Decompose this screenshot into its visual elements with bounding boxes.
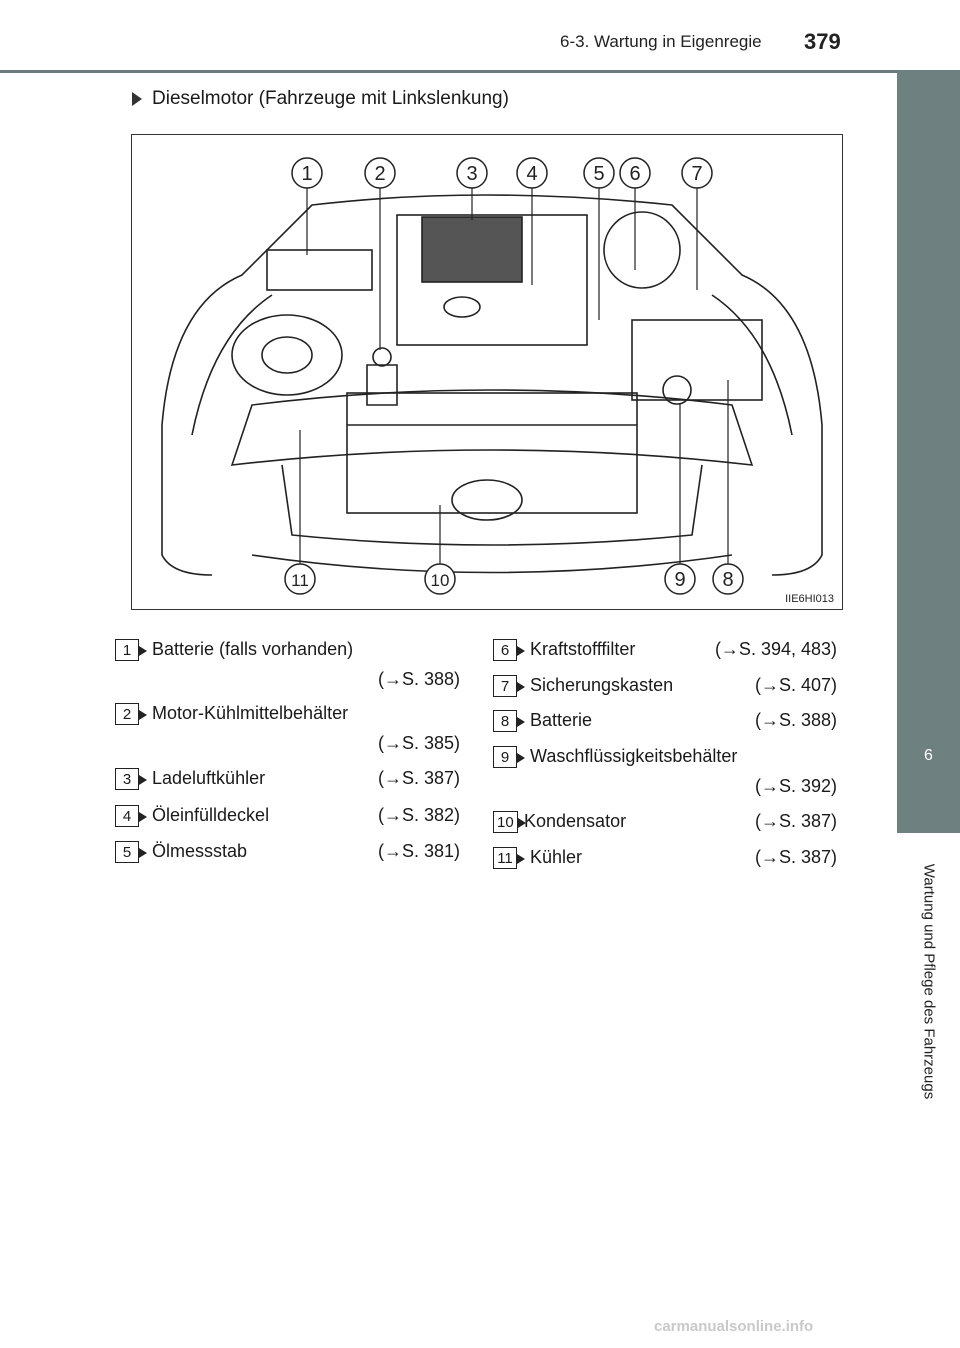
legend-item: 11 Kühler (→S. 387): [493, 846, 837, 870]
callout-label: 3: [466, 163, 477, 185]
footer-watermark: carmanualsonline.info: [654, 1318, 814, 1335]
side-tab-bar: [897, 70, 960, 678]
callout-3: 3: [456, 157, 488, 220]
item-page-ref: (→S. 387): [754, 847, 837, 867]
callout-label: 5: [593, 163, 604, 185]
item-number-badge: 4: [115, 805, 147, 827]
legend-right: 6 Kraftstofffilter (→S. 394, 483) 7 Sich…: [493, 638, 837, 878]
callout-label: 6: [629, 163, 640, 185]
chapter-label: Wartung und Pflege des Fahrzeugs: [919, 838, 939, 1138]
callout-1: 1: [291, 157, 323, 255]
callout-7: 7: [681, 157, 713, 290]
item-page-ref: (→S. 387): [754, 811, 837, 831]
legend-item: 8 Batterie (→S. 388): [493, 709, 837, 733]
item-page-ref: (→S. 381): [377, 841, 460, 861]
item-page-ref: (→S. 407): [754, 675, 837, 695]
item-label: Batterie (falls vorhanden): [152, 639, 354, 659]
legend-item: 9 Waschflüssigkeitsbehälter (→S. 392): [493, 745, 837, 796]
item-label: Motor-Kühlmittelbehälter: [152, 703, 349, 723]
item-number-badge: 8: [493, 710, 525, 732]
engine-bay-figure: 1 2 3 4 5: [131, 134, 843, 610]
item-label: Ölmessstab: [152, 841, 248, 861]
item-label: Sicherungskasten: [530, 675, 674, 695]
callout-label: 4: [526, 163, 537, 185]
legend-left: 1 Batterie (falls vorhanden) (→S. 388) 2…: [115, 638, 460, 878]
item-number-badge: 2: [115, 703, 147, 725]
item-number-badge: 1: [115, 639, 147, 661]
chapter-side-tab: 6 Wartung und Pflege des Fahrzeugs: [897, 70, 960, 1099]
item-number-badge: 7: [493, 675, 525, 697]
item-label: Kondensator: [524, 811, 627, 831]
chapter-number: 6: [897, 678, 960, 833]
legend-item: 4 Öleinfülldeckel (→S. 382): [115, 804, 460, 828]
callout-label: 9: [674, 569, 685, 591]
item-page-ref: (→S. 388): [754, 710, 837, 730]
item-page-ref: (→S. 385): [377, 733, 460, 753]
item-page-ref: (→S. 387): [377, 768, 460, 788]
callout-2: 2: [364, 157, 396, 350]
legend-item: 5 Ölmessstab (→S. 381): [115, 840, 460, 864]
item-page-ref: (→S. 392): [754, 776, 837, 796]
callout-label: 7: [691, 163, 702, 185]
item-page-ref: (→S. 388): [377, 669, 460, 689]
legend-item: 1 Batterie (falls vorhanden) (→S. 388): [115, 638, 460, 689]
callout-11: 11: [284, 430, 316, 595]
legend-item: 3 Ladeluftkühler (→S. 387): [115, 767, 460, 791]
legend-item: 6 Kraftstofffilter (→S. 394, 483): [493, 638, 837, 662]
figure-subtitle: Dieselmotor (Fahrzeuge mit Linkslenkung): [132, 88, 509, 110]
item-label: Batterie: [530, 710, 593, 730]
legend-item: 7 Sicherungskasten (→S. 407): [493, 674, 837, 698]
item-number-badge: 10: [493, 811, 526, 833]
legend-item: 10 Kondensator (→S. 387): [493, 810, 837, 834]
callout-label: 11: [291, 571, 309, 590]
callout-10: 10: [424, 505, 456, 595]
callout-label: 10: [431, 571, 450, 590]
item-number-badge: 3: [115, 768, 147, 790]
chapter-label-text: Wartung und Pflege des Fahrzeugs: [920, 863, 938, 1100]
callout-6: 6: [619, 157, 651, 270]
item-number-badge: 6: [493, 639, 525, 661]
callout-4: 4: [516, 157, 548, 285]
legend-item: 2 Motor-Kühlmittelbehälter (→S. 385): [115, 702, 460, 753]
item-number-badge: 5: [115, 841, 147, 863]
callout-8: 8: [712, 380, 744, 595]
figure-code: IIE6HI013: [785, 593, 834, 605]
callout-label: 1: [301, 163, 312, 185]
page-number: 379: [804, 29, 841, 54]
item-label: Ladeluftkühler: [152, 768, 266, 788]
item-page-ref: (→S. 394, 483): [714, 639, 837, 659]
callout-9: 9: [664, 403, 696, 595]
item-label: Waschflüssigkeitsbehälter: [530, 746, 738, 766]
section-title: 6-3. Wartung in Eigenregie: [560, 32, 762, 51]
triangle-bullet-icon: [132, 91, 142, 106]
callout-label: 2: [374, 163, 385, 185]
engine-illustration: 1 2 3 4 5: [161, 157, 823, 595]
callout-5: 5: [583, 157, 615, 320]
item-label: Kraftstofffilter: [530, 639, 636, 659]
item-page-ref: (→S. 382): [377, 805, 460, 825]
item-label: Kühler: [530, 847, 583, 867]
callout-label: 8: [722, 569, 733, 591]
subtitle-text: Dieselmotor (Fahrzeuge mit Linkslenkung): [152, 88, 509, 109]
page-header: 6-3. Wartung in Eigenregie 379: [0, 0, 960, 73]
item-number-badge: 9: [493, 746, 525, 768]
item-label: Öleinfülldeckel: [152, 805, 270, 825]
item-number-badge: 11: [493, 847, 525, 869]
